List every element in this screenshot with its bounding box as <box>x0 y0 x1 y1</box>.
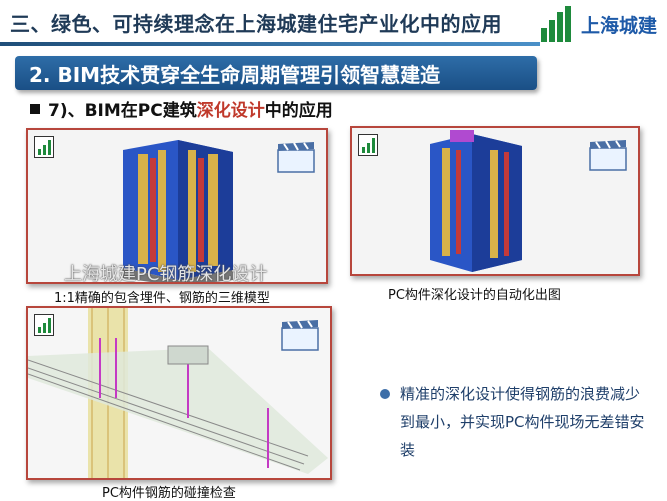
subheading-prefix: 7)、BIM在PC建筑 <box>48 101 197 121</box>
bullet-dot-icon <box>380 389 390 399</box>
panel3-caption: PC构件钢筋的碰撞检查 <box>102 486 236 501</box>
bullet-square-icon <box>30 103 40 114</box>
video-clapper-icon[interactable] <box>588 138 630 172</box>
logo-bars-icon <box>540 6 575 42</box>
panel-clash-check[interactable] <box>26 306 332 480</box>
panel-auto-drawing[interactable] <box>350 126 640 276</box>
rebar-clash-image <box>28 308 330 478</box>
mini-logo-icon <box>34 136 54 158</box>
subheading: 7)、BIM在PC建筑深化设计中的应用 <box>30 96 333 121</box>
building-model-image <box>28 130 326 282</box>
building-drawing-image <box>352 128 638 274</box>
bullet-text: 精准的深化设计使得钢筋的浪费减少到最小，并实现PC构件现场无差错安装 <box>400 385 645 459</box>
subheading-highlight: 深化设计 <box>196 101 265 121</box>
section-banner: 2. BIM技术贯穿全生命周期管理引领智慧建造 <box>15 56 537 90</box>
mini-logo-icon <box>358 134 378 156</box>
bullet-point: 精准的深化设计使得钢筋的浪费减少到最小，并实现PC构件现场无差错安装 <box>380 380 650 464</box>
panel-3d-model[interactable]: 上海城建PC钢筋深化设计 <box>26 128 328 284</box>
video-watermark: 上海城建PC钢筋深化设计 <box>64 264 268 284</box>
panel1-caption: 1:1精确的包含埋件、钢筋的三维模型 <box>54 291 270 306</box>
mini-logo-icon <box>34 314 54 336</box>
logo-text: 上海城建 <box>580 14 657 37</box>
video-clapper-icon[interactable] <box>276 140 318 174</box>
header-divider <box>0 42 540 46</box>
panel2-caption: PC构件深化设计的自动化出图 <box>388 288 561 303</box>
company-logo: 上海城建 <box>540 6 657 42</box>
subheading-suffix: 中的应用 <box>264 101 333 121</box>
page-title: 三、绿色、可持续理念在上海城建住宅产业化中的应用 <box>10 12 502 36</box>
video-clapper-icon[interactable] <box>280 318 322 352</box>
